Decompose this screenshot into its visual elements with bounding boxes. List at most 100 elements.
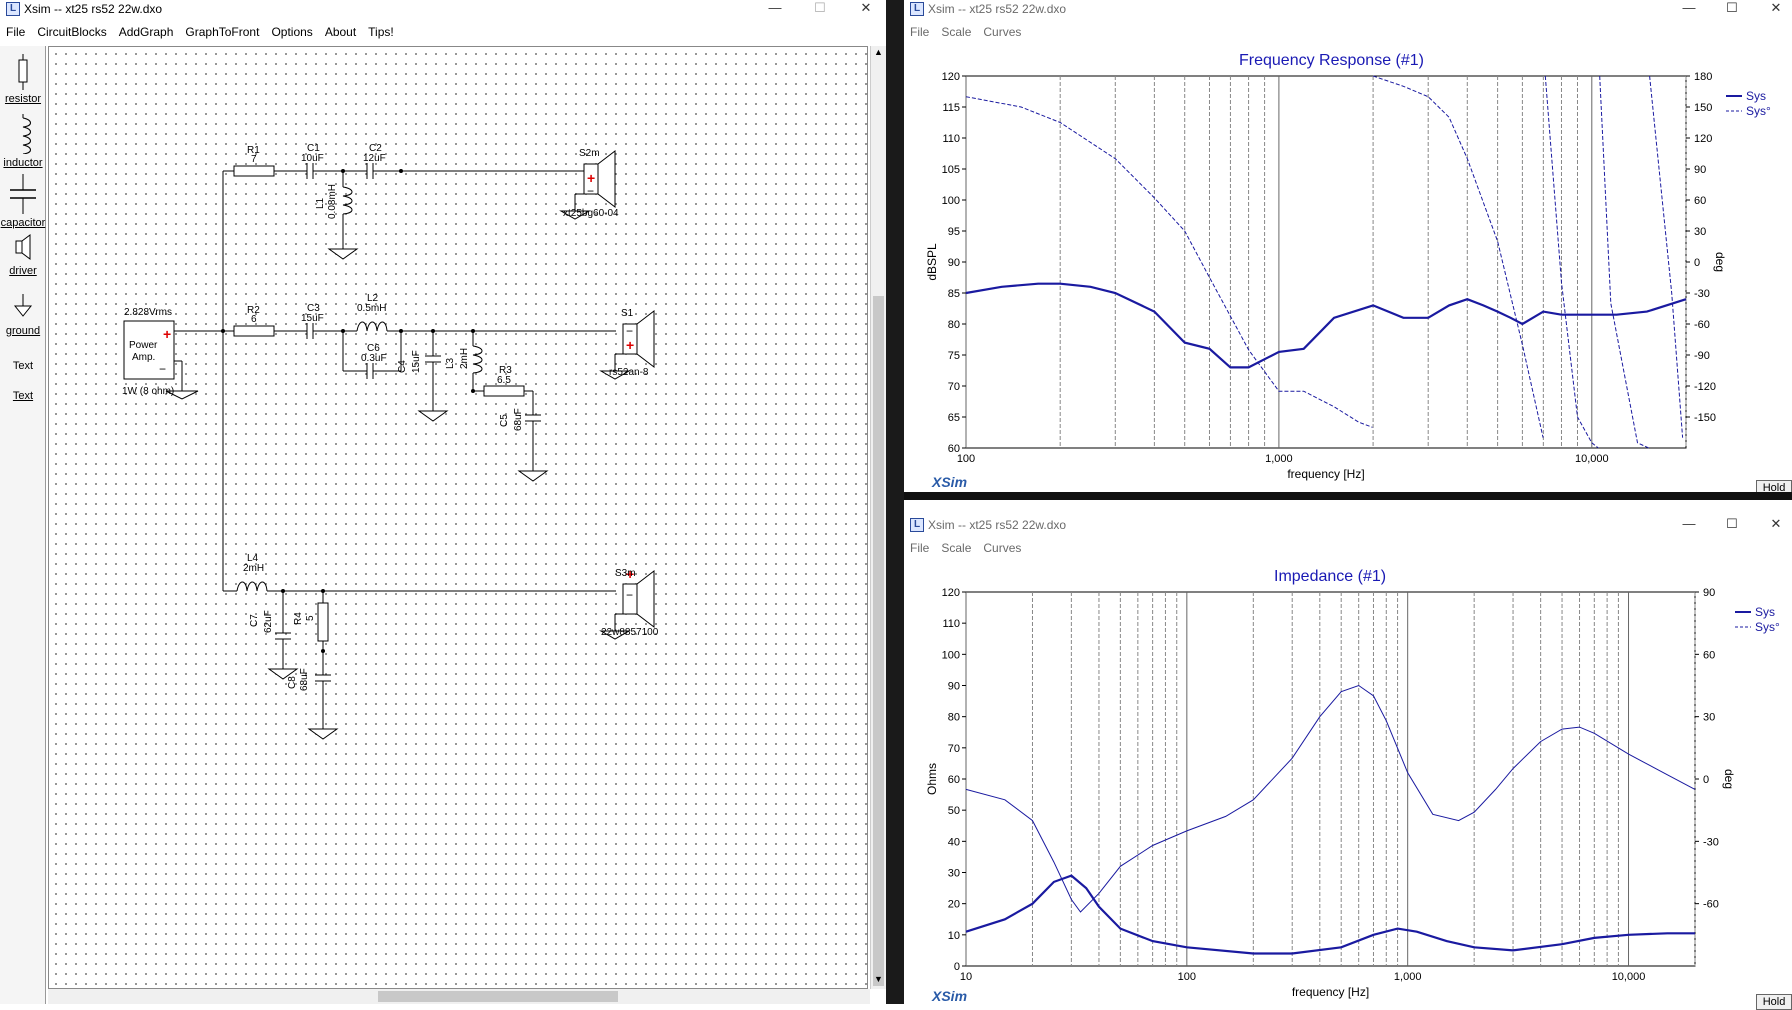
scroll-up-icon[interactable]: ▲ [874, 47, 883, 57]
minimize-icon[interactable]: — [1682, 0, 1696, 15]
imp-y-tick-label: 0 [954, 961, 960, 973]
freq-y2-tick-label: 150 [1694, 102, 1712, 114]
tool-text-label: Text [12, 360, 34, 372]
tool-resistor[interactable]: resistor [0, 54, 46, 105]
vertical-scrollbar[interactable]: ▲ ▼ [870, 46, 886, 989]
C2-name: C2 [369, 143, 382, 154]
freq-y2-tick-label: -120 [1694, 381, 1716, 393]
menu-about[interactable]: About [324, 25, 357, 39]
freq-menu-scale[interactable]: Scale [941, 25, 972, 39]
freq-y2-tick-label: 0 [1694, 257, 1700, 269]
R3-name: R3 [499, 365, 512, 376]
freq-plot-area [965, 75, 1687, 449]
tool-text[interactable]: Text [0, 360, 46, 372]
imp-window-title: Xsim -- xt25 rs52 22w.dxo [928, 518, 1067, 532]
imp-y2-tick-label: 90 [1703, 587, 1715, 599]
component-toolbar: resistor inductor capacitor driver groun… [0, 46, 46, 1004]
tool-text-link[interactable]: Text [0, 390, 46, 402]
tool-text-link-label: Text [12, 390, 34, 402]
tool-driver-label: driver [9, 265, 37, 277]
close-icon[interactable]: ✕ [1770, 0, 1782, 15]
main-titlebar: L Xsim -- xt25 rs52 22w.dxo — ☐ ✕ [0, 0, 886, 18]
freq-menu-curves[interactable]: Curves [983, 25, 1022, 39]
menu-addgraph[interactable]: AddGraph [118, 25, 174, 39]
imp-y-tick-label: 40 [948, 836, 960, 848]
tool-capacitor[interactable]: capacitor [0, 174, 46, 229]
R2-name: R2 [247, 305, 260, 316]
C3-value: 15uF [301, 313, 324, 324]
minimize-icon[interactable]: — [768, 0, 782, 15]
freq-y-tick-label: 110 [942, 133, 960, 145]
power-amp[interactable]: + − [123, 320, 183, 391]
imp-y-tick-label: 80 [948, 712, 960, 724]
imp-hold-button[interactable]: Hold [1756, 994, 1792, 1010]
tool-resistor-label: resistor [4, 93, 42, 105]
freq-series-line-0 [965, 282, 1687, 369]
menu-tips[interactable]: Tips! [368, 25, 394, 39]
menu-options[interactable]: Options [271, 25, 313, 39]
schematic-canvas[interactable]: + − ++ −−− + R1 7 C1 [48, 46, 868, 989]
freq-menu-file[interactable]: File [910, 25, 930, 39]
svg-text:+: + [163, 326, 171, 342]
scroll-down-icon[interactable]: ▼ [874, 974, 883, 984]
imp-y-tick-label: 90 [948, 681, 960, 693]
freq-titlebar: L Xsim -- xt25 rs52 22w.dxo — ☐ ✕ [904, 0, 1792, 18]
svg-text:−: − [587, 184, 594, 198]
C3-name: C3 [307, 303, 320, 314]
L3-name: L3 [445, 357, 456, 369]
horizontal-scroll-thumb[interactable] [378, 991, 618, 1002]
S2m-model: xt25bg60-04 [563, 208, 619, 219]
imp-y-tick-label: 50 [948, 805, 960, 817]
close-icon[interactable]: ✕ [1770, 516, 1782, 531]
vertical-scroll-thumb[interactable] [873, 296, 884, 986]
R2-value: 6 [251, 314, 257, 325]
tool-driver[interactable]: driver [0, 232, 46, 277]
svg-text:+: + [626, 337, 634, 353]
horizontal-scrollbar[interactable] [48, 989, 870, 1004]
tool-capacitor-label: capacitor [0, 217, 46, 229]
imp-legend-label: Sys° [1755, 620, 1780, 634]
freq-y-tick-label: 65 [948, 412, 960, 424]
imp-menu-scale[interactable]: Scale [941, 541, 972, 555]
freq-x-tick-label: 10,000 [1575, 453, 1609, 465]
menu-circuitblocks[interactable]: CircuitBlocks [37, 25, 107, 39]
imp-menu-curves[interactable]: Curves [983, 541, 1022, 555]
resistor-icon [18, 54, 28, 90]
freq-x-tick-label: 1,000 [1265, 453, 1293, 465]
freq-y2-axis-label: deg [1713, 252, 1727, 272]
tool-ground[interactable]: ground [0, 292, 46, 337]
main-window-title: Xsim -- xt25 rs52 22w.dxo [24, 2, 163, 16]
C4-value: 15uF [411, 350, 422, 373]
S2m-name: S2m [579, 148, 600, 159]
maximize-icon[interactable]: ☐ [814, 0, 826, 15]
L4-name: L4 [247, 553, 259, 564]
inductor-icon [22, 114, 31, 155]
window-gap [886, 0, 904, 1004]
maximize-icon[interactable]: ☐ [1726, 0, 1738, 15]
imp-menu-file[interactable]: File [910, 541, 930, 555]
menu-file[interactable]: File [6, 25, 26, 39]
freq-y-tick-label: 120 [942, 71, 960, 83]
svg-text:+: + [626, 566, 634, 582]
minimize-icon[interactable]: — [1682, 516, 1696, 531]
imp-y-tick-label: 20 [948, 899, 960, 911]
R1-value: 7 [251, 154, 257, 165]
freq-x-tick-label: 100 [957, 453, 975, 465]
freq-chart-title: Frequency Response (#1) [1239, 52, 1424, 69]
close-icon[interactable]: ✕ [860, 0, 872, 15]
R3-value: 6.5 [497, 375, 511, 386]
freq-legend-label: Sys° [1746, 104, 1771, 118]
freq-y-tick-label: 85 [948, 288, 960, 300]
freq-y-tick-label: 105 [942, 164, 960, 176]
freq-x-axis-label: frequency [Hz] [1287, 467, 1364, 481]
tool-inductor[interactable]: inductor [0, 114, 46, 169]
imp-y2-tick-label: 60 [1703, 649, 1715, 661]
L1-value: 0.08mH [327, 184, 338, 219]
maximize-icon[interactable]: ☐ [1726, 516, 1738, 531]
menu-graphtofront[interactable]: GraphToFront [185, 25, 260, 39]
R4-value: 5 [305, 615, 316, 621]
C5-name: C5 [499, 414, 510, 427]
